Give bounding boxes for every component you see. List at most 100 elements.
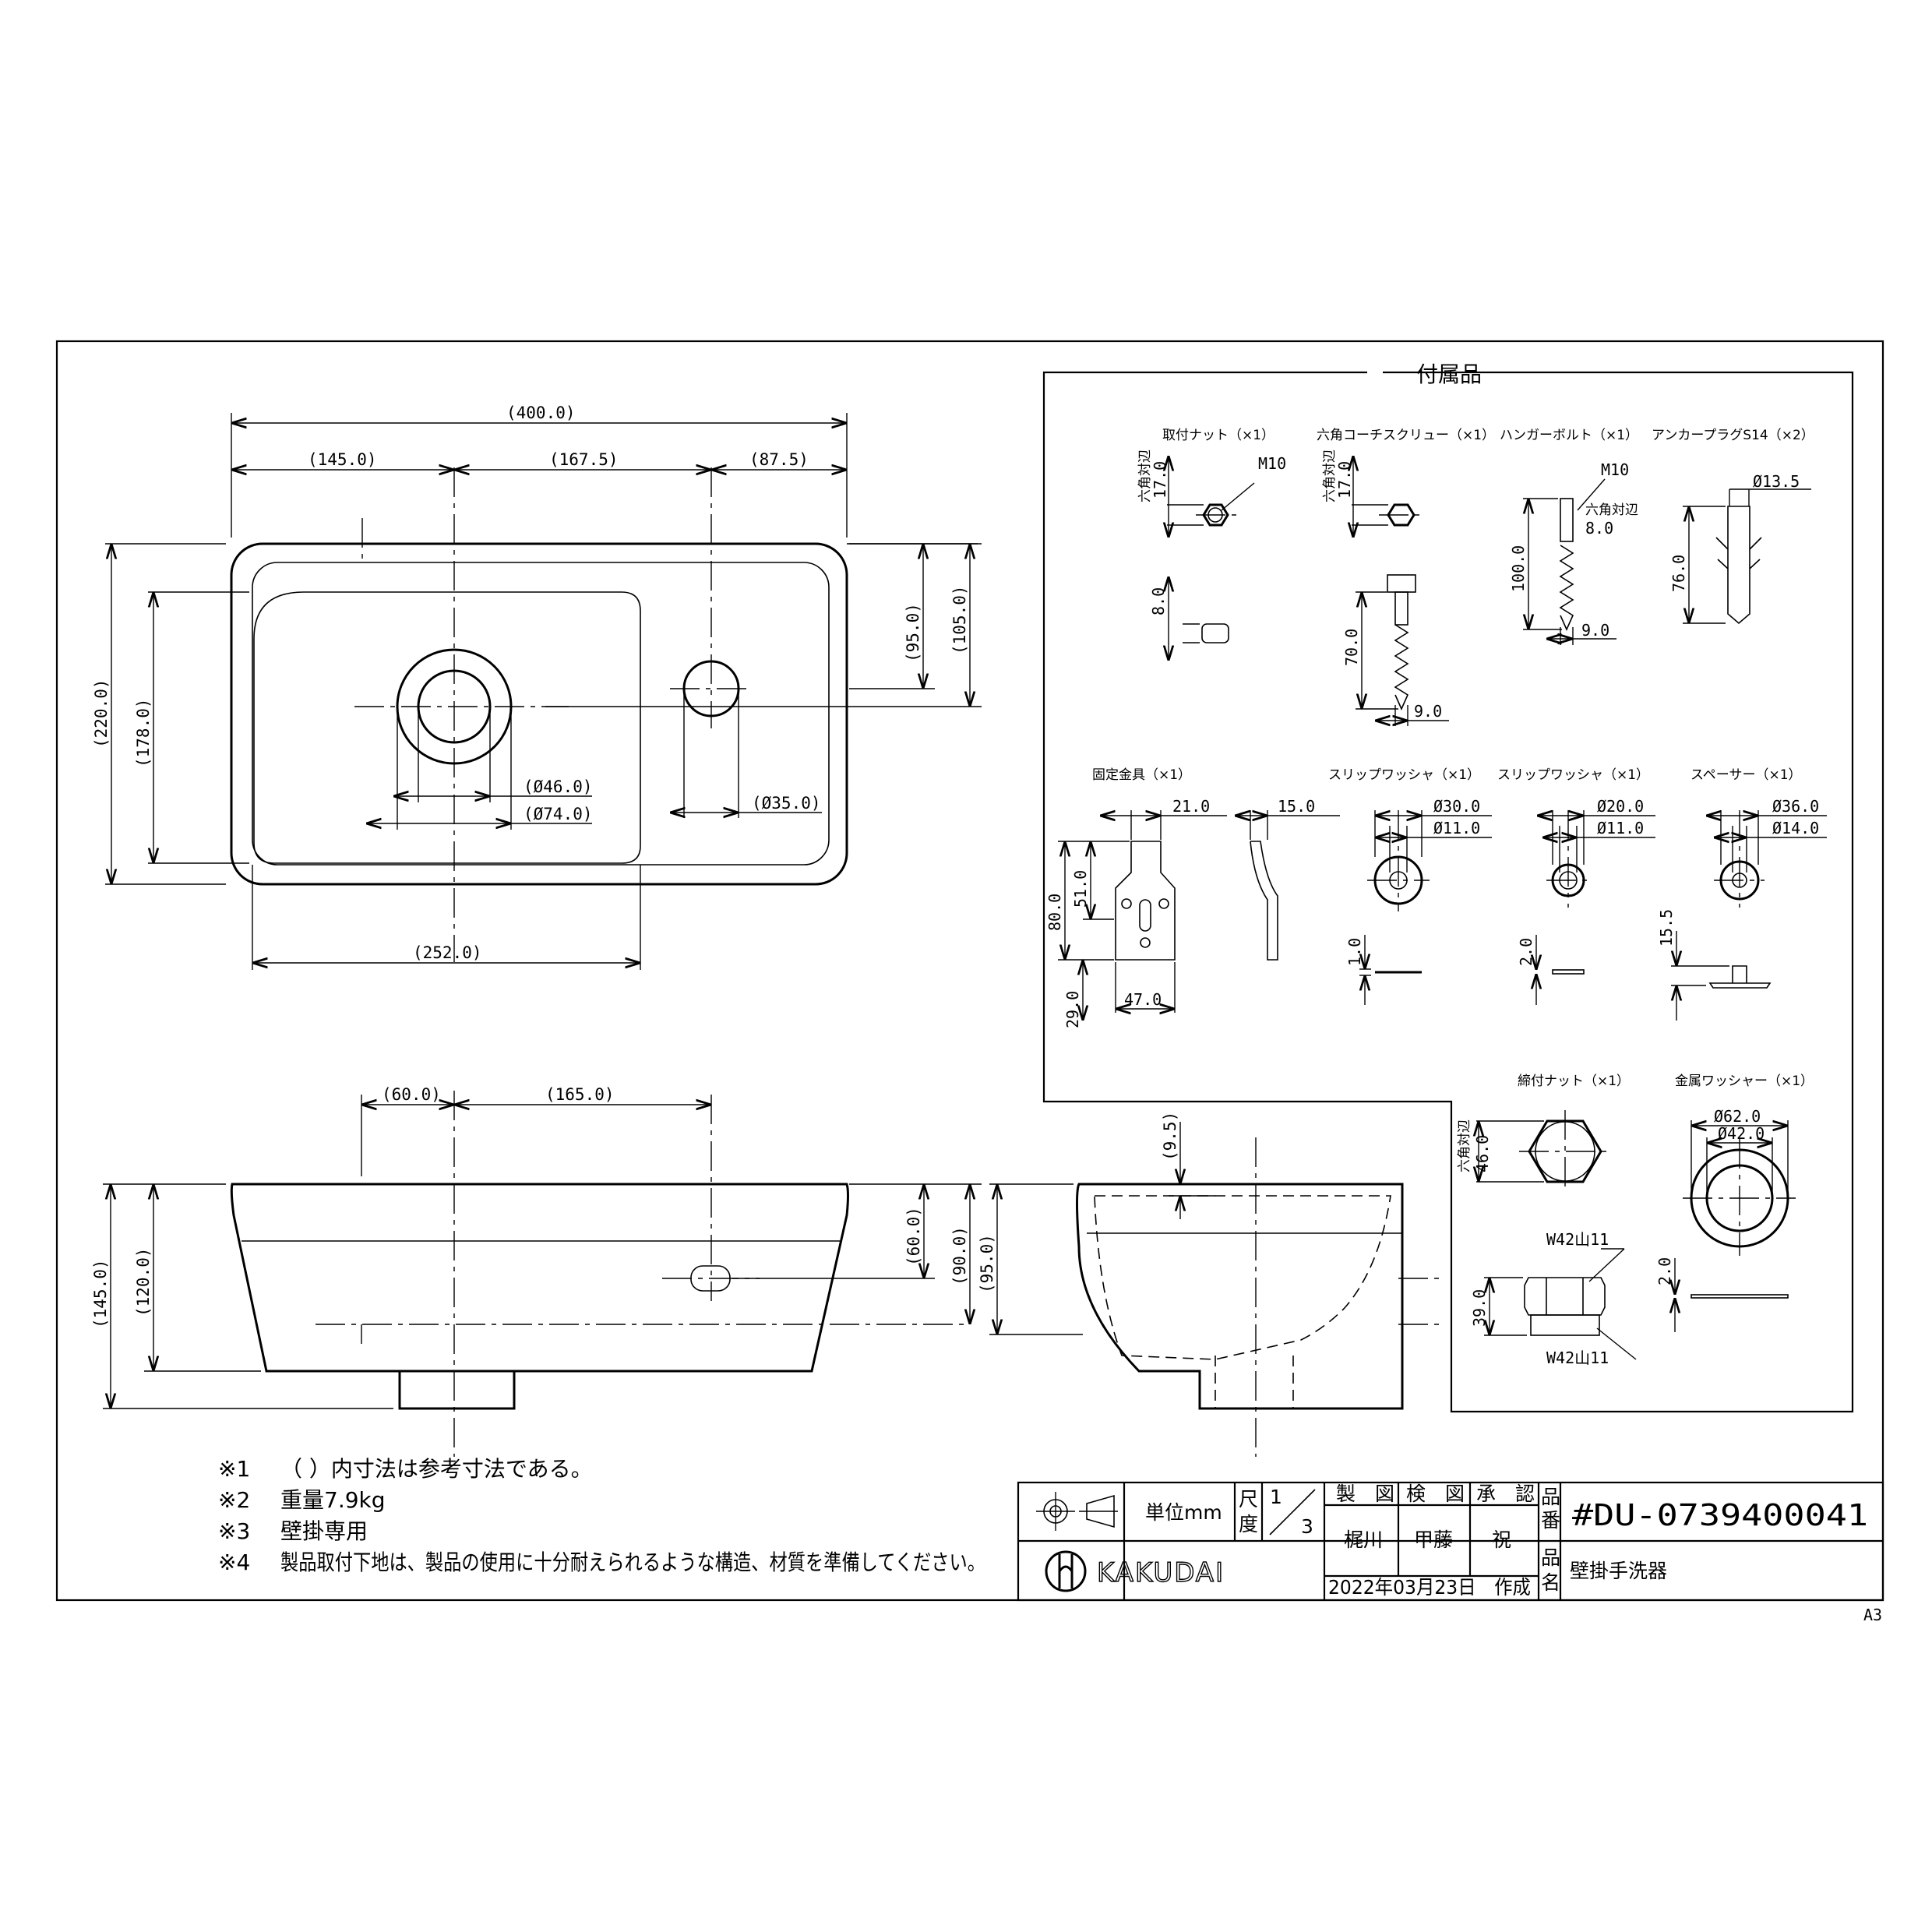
part-label-anchor-plug: アンカープラグS14（×2）: [1652, 428, 1814, 443]
side-bowl-hidden: [1094, 1195, 1391, 1360]
svg-text:Ø62.0: Ø62.0: [1714, 1107, 1761, 1126]
side-dim-95: (95.0): [978, 1234, 996, 1293]
svg-text:Ø30.0: Ø30.0: [1433, 797, 1480, 816]
product-name: 壁掛手洗器: [1570, 1560, 1667, 1582]
part-label-slip-washer-2: スリップワッシャ（×1）: [1497, 767, 1649, 783]
svg-text:17.0: 17.0: [1151, 461, 1169, 499]
part-label-coach-screw: 六角コーチスクリュー（×1）: [1317, 428, 1495, 443]
svg-text:Ø14.0: Ø14.0: [1772, 819, 1819, 837]
svg-text:六角対辺: 六角対辺: [1585, 502, 1638, 518]
front-body-outline: [230, 1183, 849, 1373]
top-dim-145: (145.0): [308, 450, 377, 469]
svg-text:六角対辺: 六角対辺: [1457, 1119, 1472, 1172]
svg-text:29.0: 29.0: [1063, 991, 1082, 1028]
svg-text:51.0: 51.0: [1071, 870, 1090, 908]
part-label-clamp-nut: 締付ナット（×1）: [1518, 1074, 1630, 1089]
svg-text:Ø11.0: Ø11.0: [1597, 819, 1644, 837]
svg-text:W42山11: W42山11: [1546, 1349, 1609, 1367]
created-date: 2022年03月23日 作成: [1328, 1576, 1531, 1599]
top-dim-95: (95.0): [904, 603, 922, 662]
nut-hex-top: [1202, 503, 1229, 527]
front-dim-90: (90.0): [950, 1226, 969, 1285]
side-view: (95.0) (9.5): [978, 1112, 1441, 1457]
side-dim-9-5: (9.5): [1161, 1112, 1179, 1161]
bracket-front: [1115, 841, 1176, 961]
side-outlet-hidden: [1215, 1356, 1294, 1408]
scale-denominator: 3: [1301, 1515, 1313, 1538]
svg-text:M10: M10: [1601, 460, 1629, 479]
scale-numerator: 1: [1270, 1486, 1282, 1508]
product-no-label-1: 品: [1541, 1486, 1560, 1508]
product-name-label-1: 品: [1541, 1546, 1560, 1569]
product-number: #DU-0739400041: [1572, 1498, 1868, 1532]
drain-dim-46: (Ø46.0): [524, 777, 593, 796]
note-4-mark: ※4: [218, 1549, 250, 1575]
drain-dim-74: (Ø74.0): [524, 805, 593, 823]
top-dim-178: (178.0): [134, 698, 153, 767]
accessories-frame: [1042, 371, 1854, 1413]
svg-text:W42山11: W42山11: [1546, 1230, 1609, 1249]
kakudai-logo-icon: [1045, 1550, 1087, 1592]
part-label-bracket: 固定金具（×1）: [1092, 767, 1191, 783]
svg-text:21.0: 21.0: [1172, 797, 1210, 816]
top-dim-105: (105.0): [950, 585, 969, 654]
sheet-size-label: A3: [1863, 1606, 1882, 1624]
svg-text:9.0: 9.0: [1581, 621, 1609, 640]
front-dim-60: (60.0): [382, 1085, 441, 1104]
tap-hole-dim-35: (Ø35.0): [752, 794, 821, 813]
anchor-plug-fins: [1715, 537, 1762, 569]
title-block: 単位mm 尺 度 1 3 製 図 検 図 承 認 梶川 甲藤 祝 2022年03…: [1017, 1481, 1884, 1602]
svg-text:17.0: 17.0: [1335, 461, 1354, 499]
unit-label: 単位mm: [1145, 1501, 1222, 1524]
svg-text:70.0: 70.0: [1342, 629, 1361, 666]
basin-rim-inner: [252, 562, 830, 866]
screw-hex-top: [1387, 503, 1416, 527]
hanger-bolt-thread-bottom: [1559, 545, 1574, 631]
front-dim-60-right: (60.0): [904, 1207, 923, 1266]
svg-text:2.0: 2.0: [1655, 1257, 1674, 1285]
approved-by: 祝: [1492, 1528, 1511, 1551]
part-label-spacer: スペーサー（×1）: [1690, 767, 1802, 783]
notes: ※1 （ ）内寸法は参考寸法である。 ※2 重量7.9kg ※3 壁掛専用 ※4…: [218, 1456, 985, 1575]
top-dim-167: (167.5): [549, 450, 619, 469]
note-4-text: 製品取付下地は、製品の使用に十分耐えられるような構造、材質を準備してください。: [280, 1549, 985, 1575]
spacer-side: [1708, 965, 1772, 989]
nut-side-view: [1201, 623, 1229, 643]
screw-shank: [1394, 591, 1408, 626]
scale-label-1: 尺: [1239, 1488, 1258, 1511]
top-dim-252: (252.0): [413, 943, 482, 962]
scale-label-2: 度: [1239, 1513, 1258, 1535]
svg-text:9.0: 9.0: [1414, 702, 1442, 721]
part-label-slip-washer-1: スリップワッシャ（×1）: [1328, 767, 1480, 783]
screw-head: [1387, 574, 1416, 593]
bracket-side: [1250, 841, 1278, 961]
svg-text:46.0: 46.0: [1473, 1135, 1492, 1172]
clamp-nut-side: [1524, 1277, 1606, 1316]
front-dim-165: (165.0): [545, 1085, 615, 1104]
top-dim-220: (220.0): [92, 679, 111, 748]
basin-top-outline: [230, 542, 848, 886]
company-name: KAKUDAI: [1097, 1557, 1225, 1588]
front-view: (60.0) (165.0) (145.0) (120.0) (60.0) (9…: [91, 1085, 982, 1457]
approved-label: 承 認: [1476, 1482, 1535, 1505]
svg-text:六角対辺: 六角対辺: [1137, 450, 1153, 502]
svg-text:15.5: 15.5: [1657, 909, 1676, 947]
svg-text:Ø13.5: Ø13.5: [1753, 472, 1800, 491]
top-dim-87: (87.5): [749, 450, 809, 469]
sheet-border: [55, 340, 1884, 1602]
svg-text:80.0: 80.0: [1045, 894, 1064, 931]
svg-text:Ø36.0: Ø36.0: [1772, 797, 1819, 816]
part-label-hanger-bolt: ハンガーボルト（×1）: [1500, 428, 1638, 443]
part-label-mounting-nut: 取付ナット（×1）: [1162, 428, 1274, 443]
bowl-outline: [253, 591, 641, 864]
clamp-nut-thread: [1530, 1314, 1600, 1336]
svg-text:1.0: 1.0: [1345, 938, 1364, 966]
note-2-mark: ※2: [218, 1487, 250, 1513]
top-dim-width: (400.0): [506, 404, 576, 422]
svg-text:8.0: 8.0: [1149, 587, 1168, 615]
svg-text:76.0: 76.0: [1669, 555, 1688, 592]
svg-text:39.0: 39.0: [1470, 1289, 1489, 1327]
note-3-text: 壁掛専用: [280, 1518, 368, 1544]
accessories-title: 付属品: [1416, 361, 1482, 387]
